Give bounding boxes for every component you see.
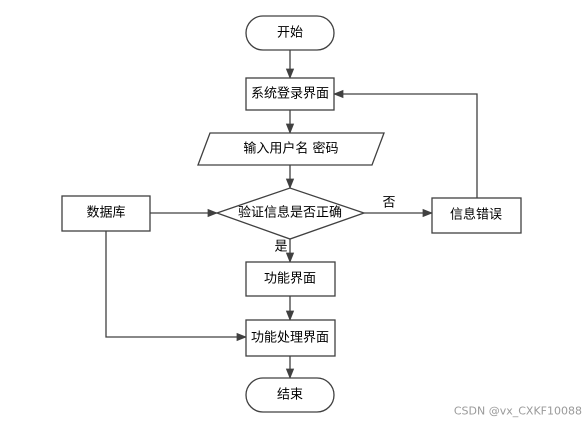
- error-label: 信息错误: [450, 207, 502, 223]
- edge-yes-label: 是: [274, 240, 287, 255]
- process-label: 功能处理界面: [251, 331, 329, 346]
- edge-no-label: 否: [382, 196, 395, 211]
- check-label: 验证信息是否正确: [238, 205, 342, 221]
- edge-database-process: [105, 231, 248, 342]
- login-label: 系统登录界面: [251, 87, 329, 102]
- input-parallelogram: [197, 132, 385, 166]
- error-box: [431, 197, 522, 234]
- process-box: [245, 319, 336, 357]
- func-label: 功能界面: [264, 272, 316, 287]
- check-diamond: [215, 187, 366, 240]
- database-label: 数据库: [86, 205, 125, 221]
- watermark: CSDN @vx_CXKF10088: [454, 405, 582, 418]
- end-terminal: [245, 377, 335, 413]
- start-label: 开始: [277, 26, 303, 41]
- input-label: 输入用户名 密码: [243, 141, 338, 157]
- edge-error-login: [332, 89, 478, 198]
- login-box: [245, 77, 335, 111]
- database-box: [61, 195, 151, 232]
- end-label: 结束: [277, 388, 303, 403]
- start-terminal: [245, 15, 335, 51]
- func-box: [245, 261, 336, 297]
